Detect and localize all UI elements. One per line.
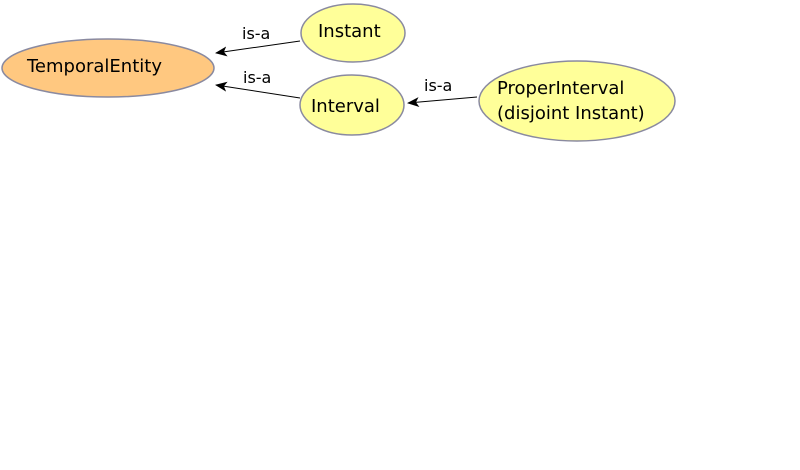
- node-instant-shape: [300, 3, 406, 63]
- node-instant-label: Instant: [318, 21, 381, 42]
- node-proper-interval-label-line2: (disjoint Instant): [497, 103, 645, 124]
- node-proper-interval-label-line1: ProperInterval: [497, 78, 624, 99]
- node-temporal-entity[interactable]: TemporalEntity: [1, 38, 215, 98]
- node-proper-interval[interactable]: ProperInterval (disjoint Instant): [478, 60, 676, 142]
- edge-interval-is-a-temporal-entity: is-a: [215, 68, 301, 99]
- edge-label-is-a: is-a: [424, 76, 452, 95]
- edge-arrow: [215, 40, 301, 57]
- node-interval-shape: [299, 74, 405, 136]
- edge-arrow: [407, 96, 478, 108]
- node-interval-label: Interval: [311, 96, 380, 117]
- node-temporal-entity-label: TemporalEntity: [26, 56, 162, 77]
- edge-label-is-a: is-a: [243, 68, 271, 87]
- edge-label-is-a: is-a: [242, 24, 270, 43]
- edge-proper-interval-is-a-interval: is-a: [407, 76, 478, 108]
- node-interval[interactable]: Interval: [299, 74, 405, 136]
- edge-instant-is-a-temporal-entity: is-a: [215, 24, 301, 57]
- node-proper-interval-shape: [478, 60, 676, 142]
- edge-arrow: [215, 81, 301, 99]
- node-temporal-entity-shape: [1, 38, 215, 98]
- node-instant[interactable]: Instant: [300, 3, 406, 63]
